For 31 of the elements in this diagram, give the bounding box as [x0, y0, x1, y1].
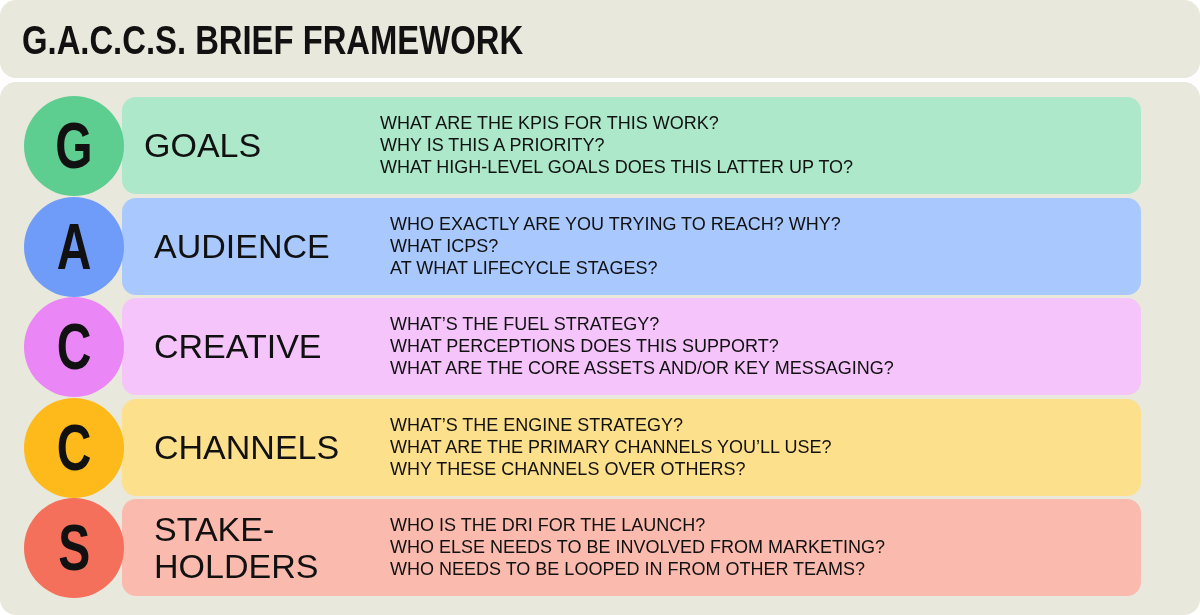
title: G.A.C.C.S. BRIEF FRAMEWORK [22, 18, 524, 63]
question-text: WHAT ARE THE KPIS FOR THIS WORK? [380, 112, 719, 134]
letter: G [55, 114, 93, 178]
category-band [122, 499, 1141, 596]
category-heading: GOALS [144, 127, 263, 164]
category-heading: CREATIVE [154, 328, 323, 365]
question-text: WHAT’S THE FUEL STRATEGY? [390, 313, 660, 335]
question-text: WHAT PERCEPTIONS DOES THIS SUPPORT? [390, 335, 779, 357]
category-heading: CHANNELS [154, 428, 341, 466]
letter: S [58, 516, 90, 580]
question-text: WHY IS THIS A PRIORITY? [380, 134, 605, 156]
question-text: WHY THESE CHANNELS OVER OTHERS? [390, 457, 746, 480]
letter: C [56, 415, 92, 480]
letter: A [56, 214, 92, 279]
question-text: WHO NEEDS TO BE LOOPED IN FROM OTHER TEAMS? [390, 558, 866, 580]
question-text: WHO EXACTLY ARE YOU TRYING TO REACH? WHY? [390, 212, 841, 235]
letter: C [56, 315, 92, 379]
category-band [122, 197, 1141, 295]
category-band [122, 298, 1141, 395]
question-text: WHAT’S THE ENGINE STRATEGY? [390, 413, 684, 436]
question-text: WHO ELSE NEEDS TO BE INVOLVED FROM MARKETING? [390, 536, 886, 558]
question-text: AT WHAT LIFECYCLE STAGES? [390, 256, 658, 279]
question-text: WHAT ARE THE PRIMARY CHANNELS YOU’LL USE? [390, 435, 832, 458]
question-text: WHAT ARE THE CORE ASSETS AND/OR KEY MESSAGING? [390, 357, 894, 379]
question-text: WHAT ICPS? [390, 234, 499, 257]
category-band [122, 398, 1141, 496]
question-text: WHAT HIGH-LEVEL GOALS DOES THIS LATTER UP TO? [380, 156, 854, 178]
category-heading: AUDIENCE [154, 227, 331, 265]
category-band [122, 97, 1141, 194]
category-heading: STAKE-HOLDERS [154, 511, 320, 585]
question-text: WHO IS THE DRI FOR THE LAUNCH? [390, 514, 706, 536]
